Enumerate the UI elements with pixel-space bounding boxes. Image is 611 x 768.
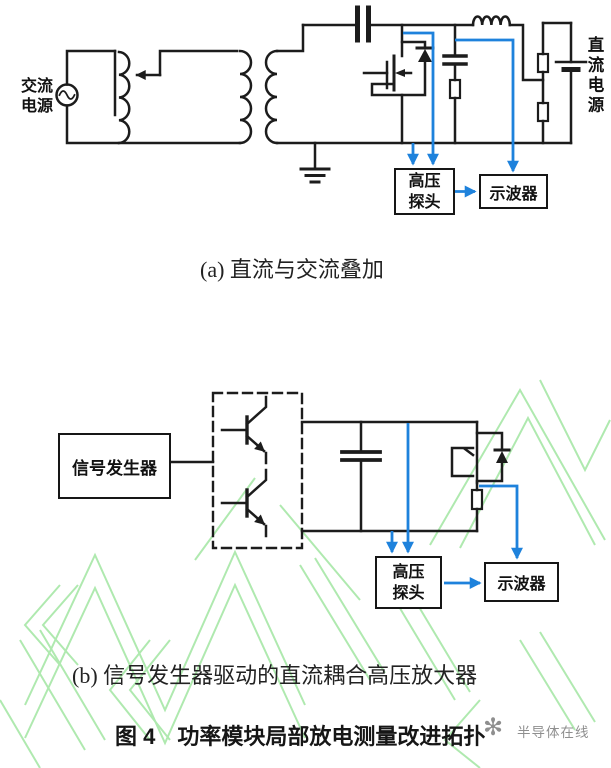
dc-source-label: 直流电源 [585,36,603,116]
wire [65,49,117,86]
resistor-icon [470,481,484,533]
coupling-capacitor-icon [355,5,371,43]
resistor-icon [536,101,550,123]
wire [65,104,242,145]
diode-icon [475,431,511,483]
watermark-logo-icon: ✻ [483,714,504,741]
probe-lines-b [386,423,523,589]
oscilloscope-box-b: 示波器 [484,562,559,602]
filter-branch [442,23,468,145]
ac-source-icon [55,83,79,107]
probe-tap-drain [403,31,439,166]
npn-transistor-icon [220,395,268,465]
probe-lines-a [403,31,519,198]
transformer-icon [238,49,279,145]
divider-branch [536,21,573,145]
caption-b: (b) 信号发生器驱动的直流耦合高压放大器 [72,663,478,688]
scope-tap [455,38,519,173]
hv-probe-label-a: 高压探头 [408,172,441,211]
signal-generator-label: 信号发生器 [72,458,157,478]
circuit-a [55,5,588,184]
body-diode-icon [400,40,435,97]
capacitor-icon [442,54,468,66]
oscilloscope-box-a: 示波器 [479,174,548,209]
capacitor-icon [340,420,382,533]
hv-probe-box-b: 高压探头 [375,556,442,609]
ac-source-label: 交流电源 [20,78,53,115]
signal-generator-box: 信号发生器 [58,433,171,499]
wire [508,23,545,82]
oscilloscope-label-a: 示波器 [489,185,538,203]
caption-a: (a) 直流与交流叠加 [200,257,384,282]
watermark-brand-text: 半导体在线 [517,725,590,740]
dut-module-icon [450,420,479,485]
mosfet-icon [362,23,413,145]
variac-icon [113,49,239,145]
oscilloscope-label-b: 示波器 [497,576,546,593]
figure-caption: 图 4 功率模块局部放电测量改进拓扑 [115,724,486,749]
hv-probe-box-a: 高压探头 [394,168,455,215]
circuit-b [168,391,511,550]
inductor-icon [471,15,512,27]
resistor-icon [448,78,462,100]
scope-tap [479,484,523,560]
amplifier-dashed-box [211,391,304,550]
battery-icon [554,21,588,145]
resistor-icon [536,52,550,74]
ground-icon [299,141,331,184]
hv-probe-label-b: 高压探头 [392,563,425,602]
npn-transistor-icon [220,468,268,538]
wire [275,23,305,53]
